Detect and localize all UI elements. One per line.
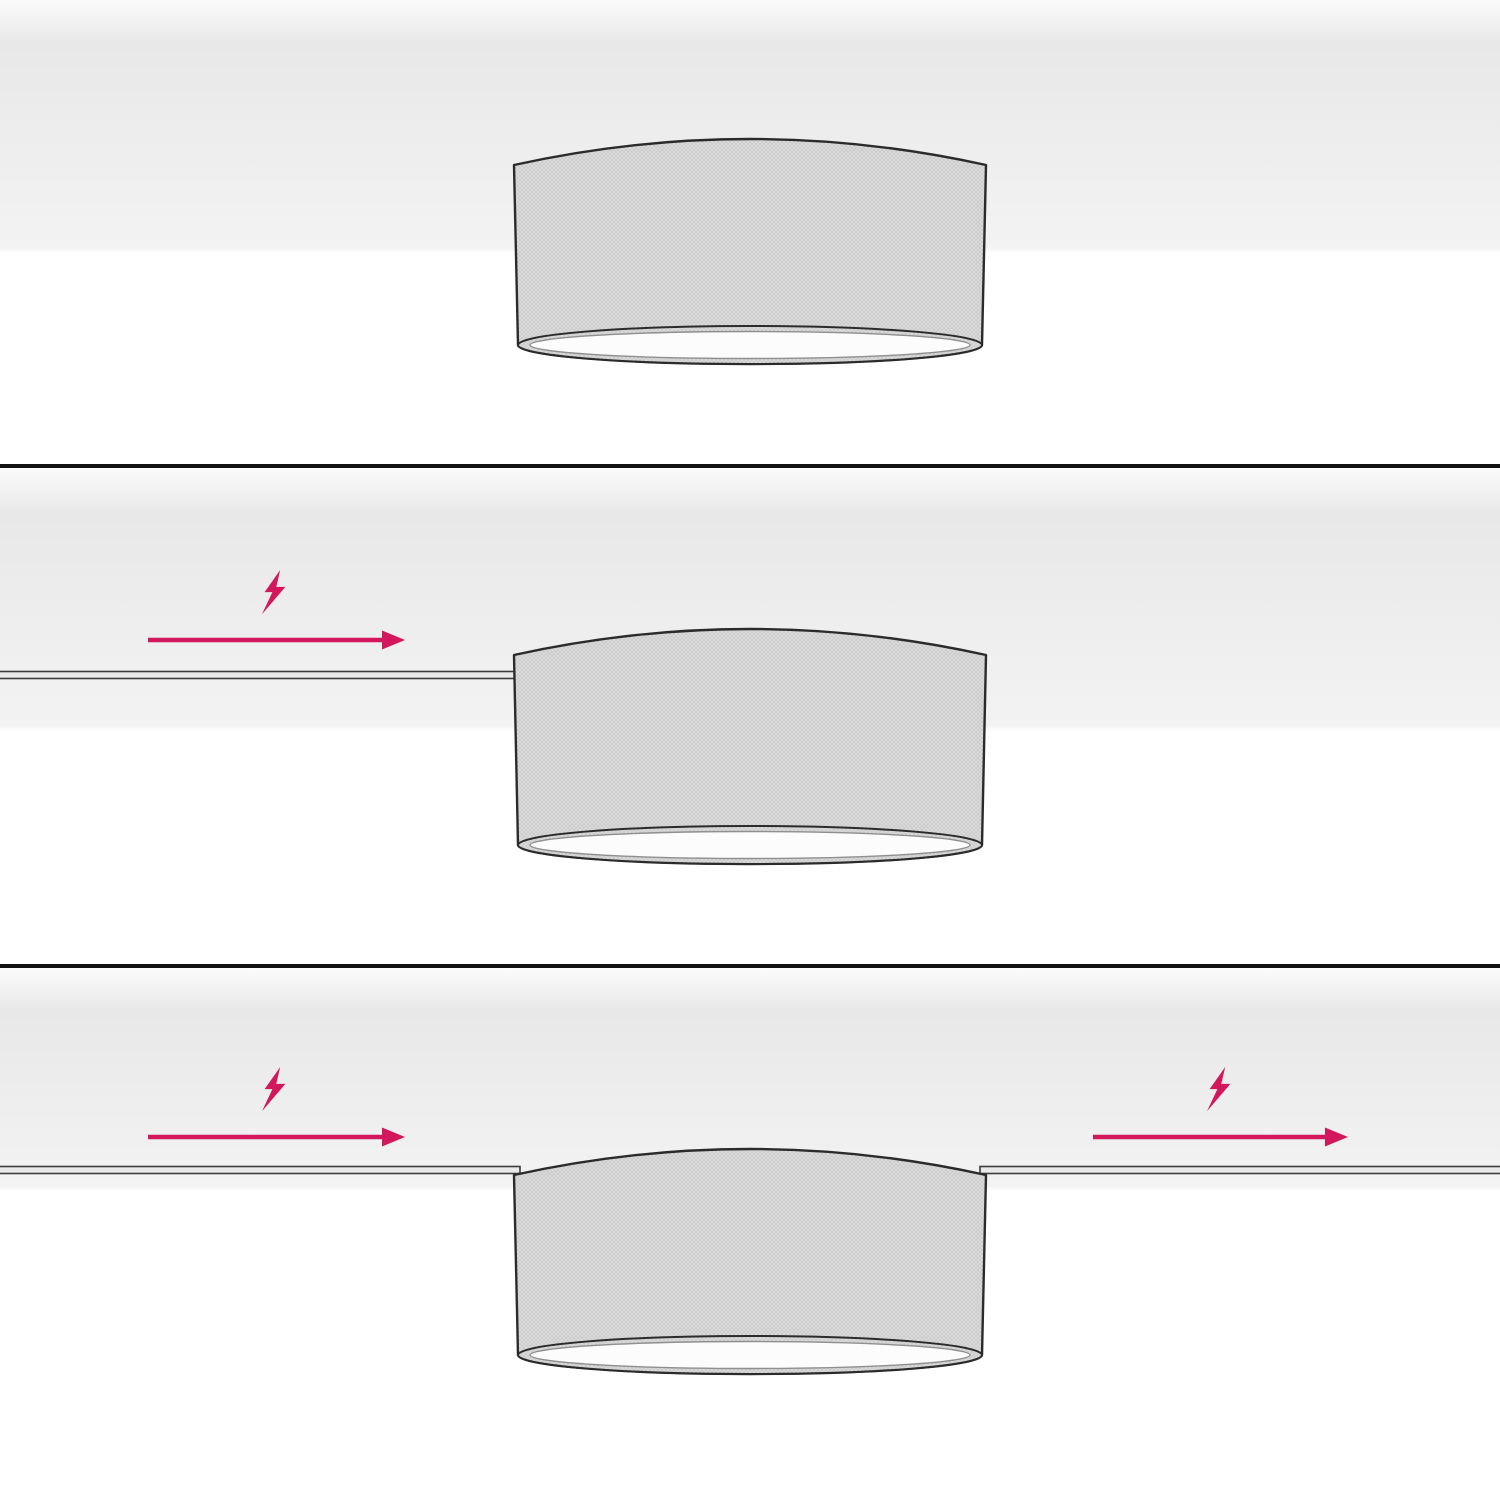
panel-divider [0, 464, 1500, 468]
flow-arrow-head [382, 1127, 405, 1147]
flow-arrow-head [1325, 1127, 1348, 1147]
panel-lamp-no-cable [0, 0, 1500, 464]
lightning-bolt-icon [262, 1067, 286, 1112]
panel-lamp-cable-left [0, 468, 1500, 964]
drum-lampshade [512, 1147, 988, 1376]
power-cable-left [0, 670, 521, 680]
flow-arrow-head [382, 630, 405, 650]
power-cable-left [0, 1165, 521, 1175]
power-flow-indicator-left [148, 570, 405, 650]
shade-diffuser [529, 330, 971, 360]
panel-divider [0, 964, 1500, 968]
power-flow-indicator-left [148, 1067, 405, 1147]
power-flow-indicator-right [1093, 1067, 1348, 1147]
drum-lampshade [512, 137, 988, 366]
lamp-illustration-3 [0, 1067, 1500, 1376]
lightning-bolt-icon [1207, 1067, 1231, 1112]
shade-diffuser [529, 1340, 971, 1370]
panel-lamp-cable-through [0, 968, 1500, 1500]
lightning-bolt-icon [262, 570, 286, 615]
power-cable-right [979, 1165, 1500, 1175]
shade-diffuser [529, 830, 971, 860]
drum-lampshade [512, 627, 988, 866]
lamp-illustration-2 [0, 570, 988, 866]
lamp-illustration-1 [512, 137, 988, 366]
